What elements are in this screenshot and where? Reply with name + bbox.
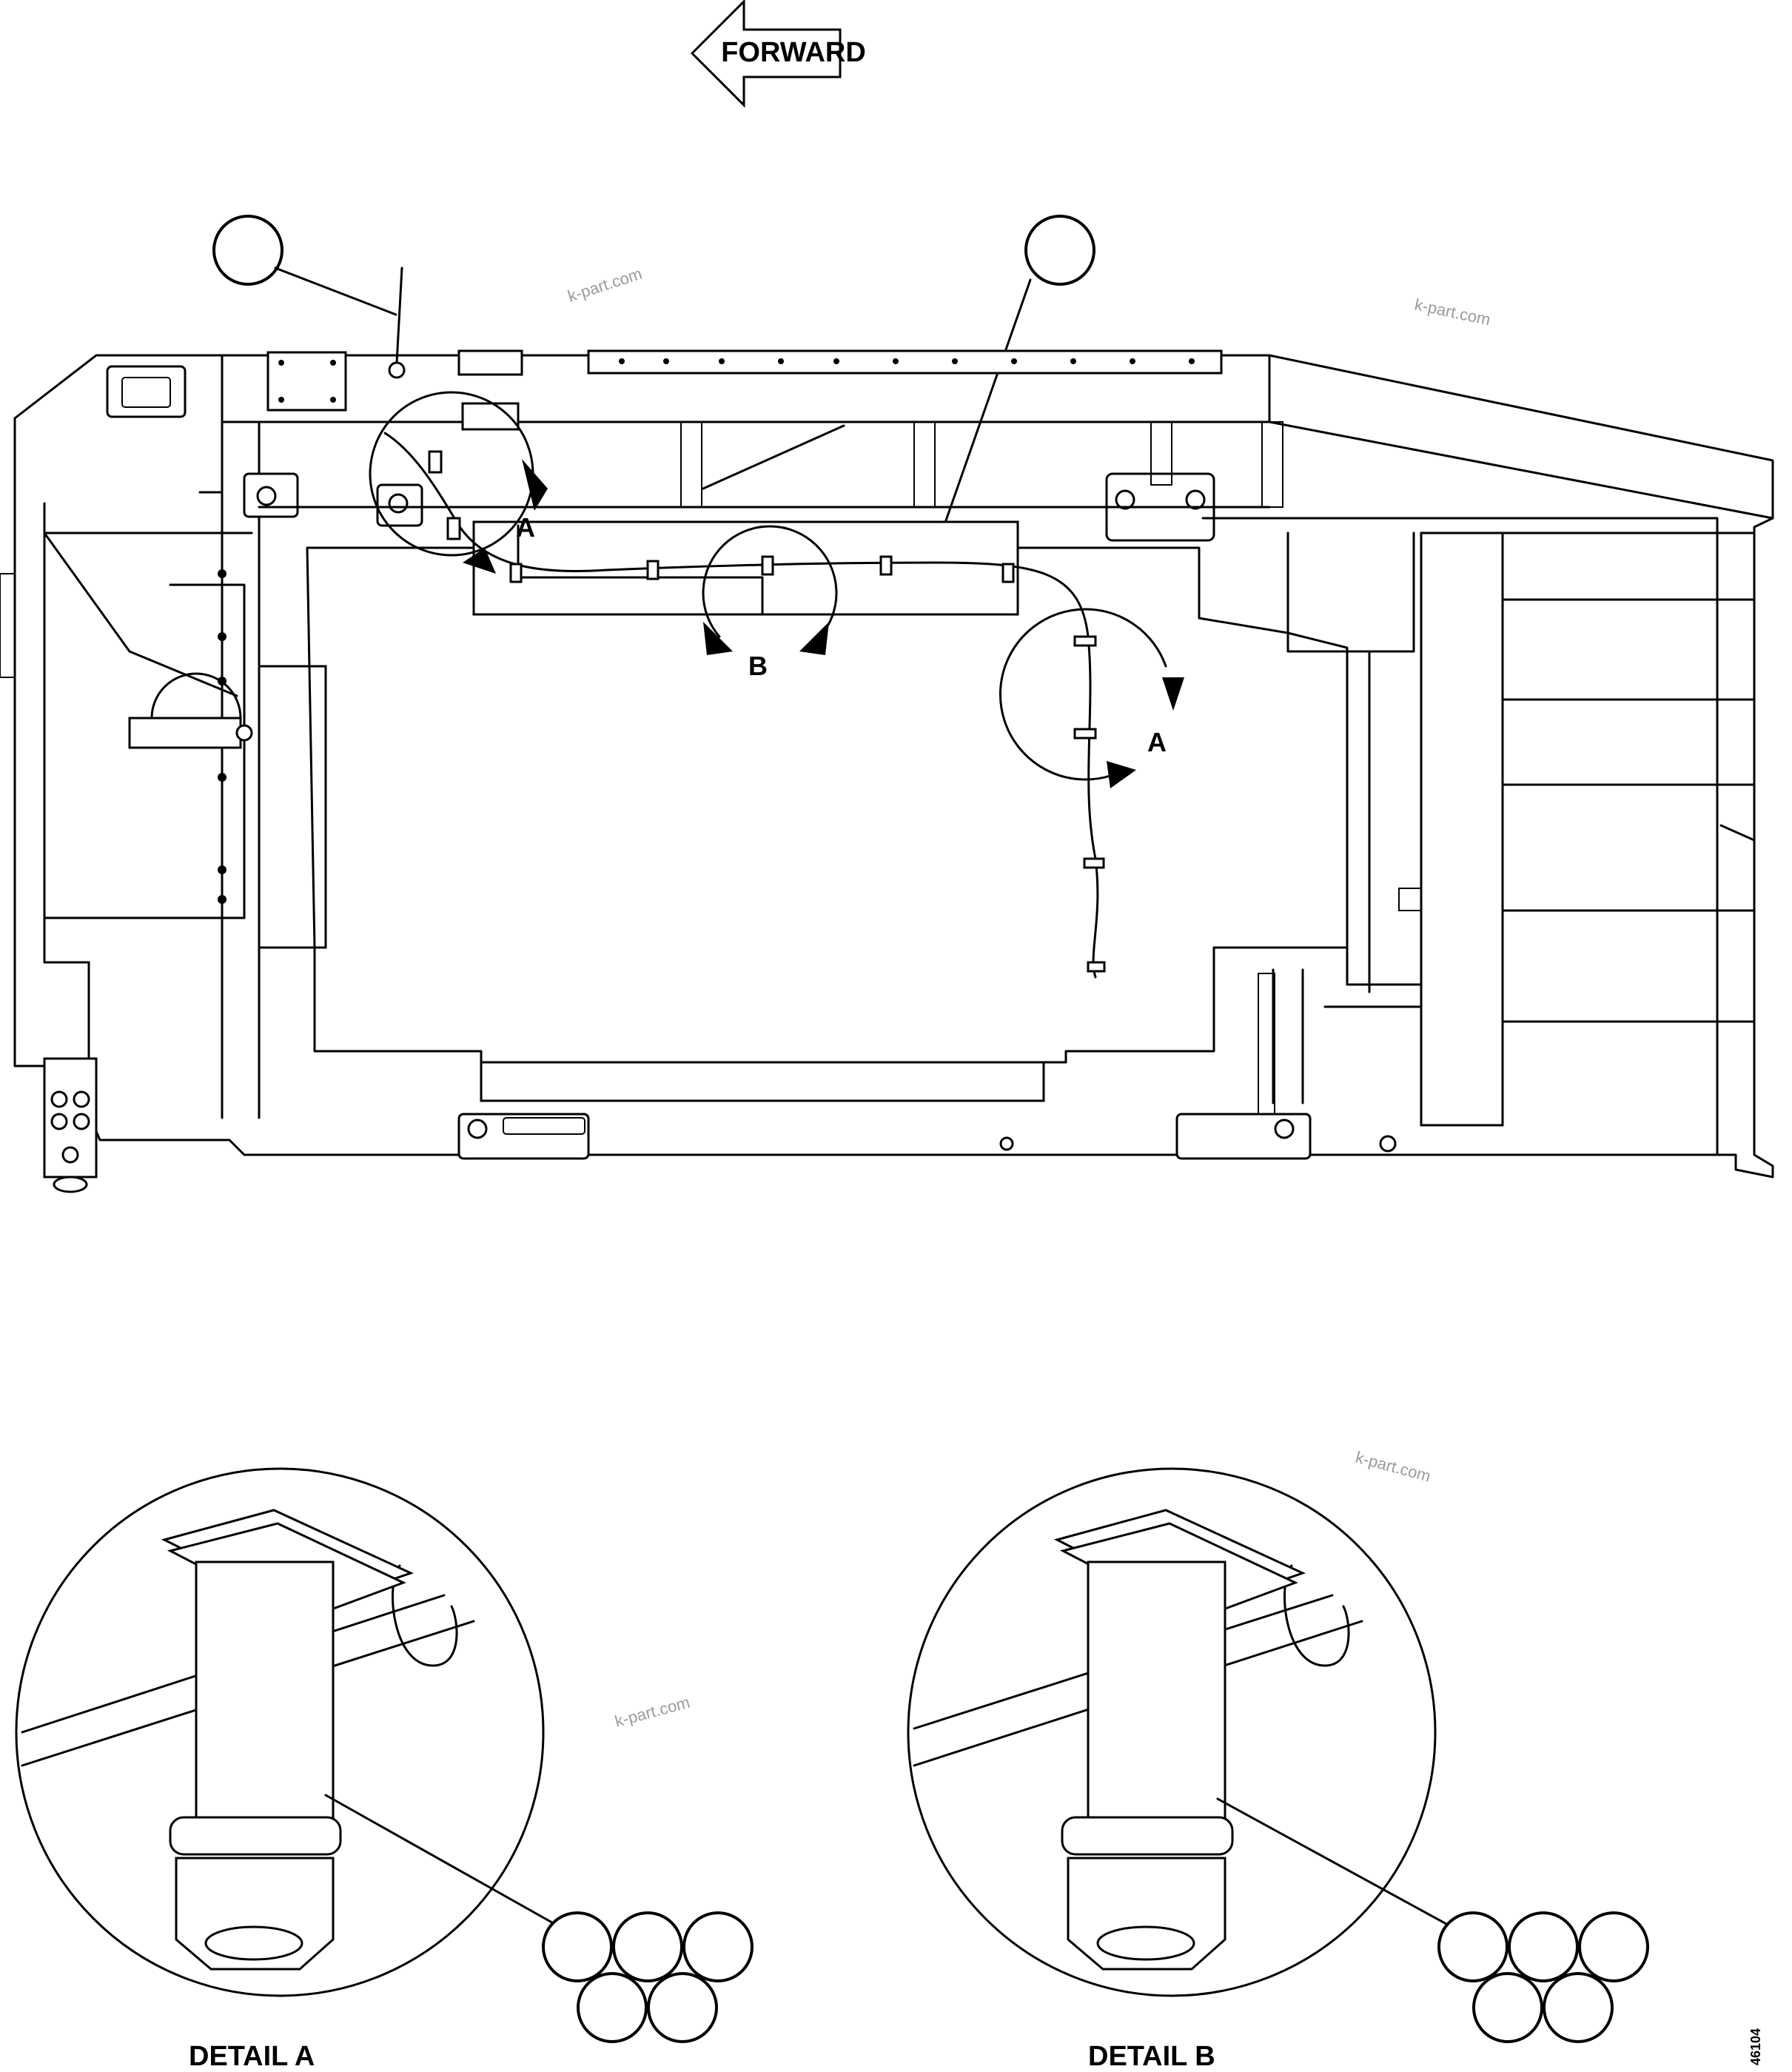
detail-a-caption: DETAIL A	[189, 2041, 315, 2072]
marker-a-right-label: A	[1147, 727, 1167, 757]
callout-right	[930, 215, 1095, 564]
detail-b-caption: DETAIL B	[1088, 2041, 1215, 2072]
watermark-1: k-part.com	[566, 264, 645, 306]
frame-assembly	[0, 266, 1774, 1193]
watermark-4: k-part.com	[613, 1693, 692, 1731]
marker-a-upper-label: A	[516, 512, 535, 543]
detail-a: DETAIL A	[15, 1467, 754, 2072]
view-marker-b: B	[702, 525, 838, 681]
view-marker-a-right: A	[999, 608, 1184, 788]
marker-b-label: B	[748, 651, 768, 681]
forward-label: FORWARD	[721, 37, 866, 68]
detail-b: DETAIL B	[907, 1467, 1649, 2072]
strip-holes	[619, 358, 1195, 364]
view-marker-a-upper: A	[369, 391, 548, 574]
bolt-block	[43, 1057, 98, 1193]
harness-clips	[509, 555, 1106, 973]
watermark-3: k-part.com	[1354, 1448, 1433, 1486]
sheet-number: 46104	[1748, 2028, 1763, 2065]
callout-left	[212, 215, 397, 316]
gauge	[128, 672, 242, 749]
detail-a-callouts	[542, 1911, 754, 2043]
detail-b-callouts	[1437, 1911, 1649, 2043]
watermark-2: k-part.com	[1413, 295, 1492, 329]
forward-arrow: FORWARD	[690, 0, 866, 108]
